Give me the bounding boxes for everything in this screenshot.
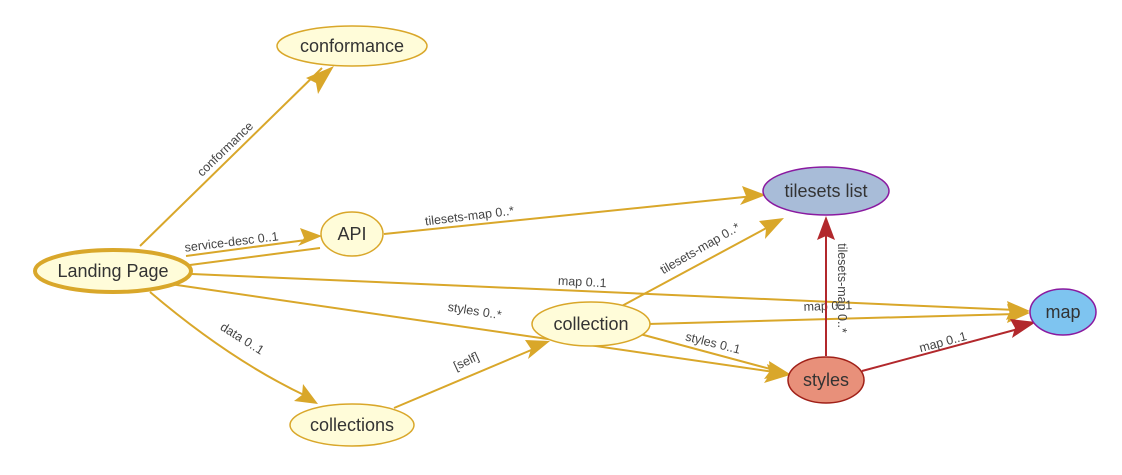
- edge-line: [169, 283, 775, 373]
- edge-landing-map[interactable]: map 0..1: [191, 273, 1030, 320]
- node-styles[interactable]: styles: [787, 356, 865, 404]
- arrowhead: [525, 340, 550, 359]
- node-label: styles: [803, 370, 849, 390]
- edge-line: [393, 347, 537, 409]
- node-label: API: [337, 224, 366, 244]
- edge-line: [139, 67, 323, 247]
- arrowhead: [306, 66, 334, 94]
- arrowhead: [817, 216, 835, 240]
- node-shape: [787, 356, 865, 404]
- arrowhead: [294, 384, 318, 404]
- edge-line: [191, 273, 1017, 311]
- node-shape: [762, 166, 890, 216]
- edge-landing-api[interactable]: service-desc 0..1: [184, 228, 322, 266]
- edge-label: map 0..1: [558, 274, 607, 291]
- edge-line: [189, 247, 321, 266]
- node-shape: [276, 25, 428, 67]
- edges: conformance service-desc 0..1 tilesets-m…: [139, 66, 1036, 409]
- edge-line: [149, 291, 307, 397]
- edge-label: data 0..1: [218, 320, 267, 358]
- edge-collections-collection[interactable]: [self]: [393, 340, 550, 409]
- edge-styles-tilesets[interactable]: tilesets-map 0..*: [817, 216, 849, 356]
- node-label: collections: [310, 415, 394, 435]
- arrowhead: [759, 218, 784, 239]
- edge-label: map 0..1: [803, 298, 852, 314]
- edge-label: [self]: [451, 349, 481, 373]
- node-shape: [531, 301, 651, 347]
- node-collection[interactable]: collection: [531, 301, 651, 347]
- node-shape: [33, 248, 193, 294]
- edge-api-tilesets[interactable]: tilesets-map 0..*: [383, 186, 766, 235]
- arrowhead: [740, 186, 766, 205]
- node-label: Landing Page: [57, 261, 168, 281]
- node-label: conformance: [300, 36, 404, 56]
- edge-landing-conformance[interactable]: conformance: [139, 66, 334, 247]
- edge-label: map 0..1: [918, 329, 969, 355]
- arrowhead: [764, 361, 790, 379]
- nodes: conformance Landing Page API tilesets li…: [33, 25, 1097, 447]
- edge-line: [619, 224, 773, 308]
- node-api[interactable]: API: [320, 211, 384, 257]
- node-shape: [320, 211, 384, 257]
- node-conformance[interactable]: conformance: [276, 25, 428, 67]
- node-collections[interactable]: collections: [289, 403, 415, 447]
- edge-label: styles 0..*: [447, 300, 503, 322]
- arrowhead: [298, 228, 322, 246]
- node-map[interactable]: map: [1029, 288, 1097, 336]
- node-tilesets-list[interactable]: tilesets list: [762, 166, 890, 216]
- arrowhead: [1007, 304, 1030, 323]
- edge-landing-collections[interactable]: data 0..1: [149, 291, 318, 404]
- edge-label: conformance: [194, 119, 256, 179]
- edge-label: tilesets-map 0..*: [835, 243, 849, 333]
- edge-collection-tilesets[interactable]: tilesets-map 0..*: [619, 218, 784, 308]
- edge-line: [639, 333, 775, 371]
- node-label: tilesets list: [784, 181, 867, 201]
- node-shape: [1029, 288, 1097, 336]
- edge-line: [185, 239, 307, 257]
- edge-styles-map[interactable]: map 0..1: [861, 319, 1036, 372]
- node-shape: [289, 403, 415, 447]
- edge-line: [383, 195, 755, 235]
- node-label: collection: [553, 314, 628, 334]
- arrowhead: [1010, 319, 1036, 338]
- edge-line: [861, 327, 1023, 372]
- node-landing-page[interactable]: Landing Page: [33, 248, 193, 294]
- node-label: map: [1045, 302, 1080, 322]
- edge-collection-map[interactable]: map 0..1: [647, 298, 1030, 325]
- edge-line: [647, 313, 1017, 325]
